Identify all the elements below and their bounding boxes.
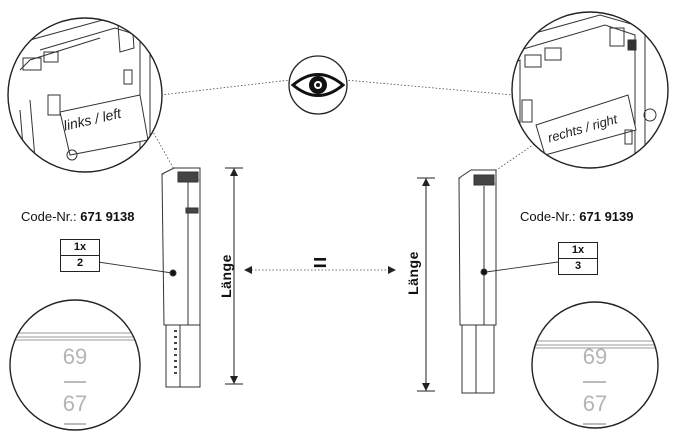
length-dimension-left-arrows (230, 168, 238, 384)
left-code-value: 671 9138 (80, 209, 135, 224)
right-post (458, 169, 497, 394)
left-length-label: Länge (218, 254, 234, 298)
magnifier-left-scale (9, 299, 141, 431)
eye-icon (288, 55, 348, 115)
left-qty-multiplier: 1x (73, 241, 87, 253)
equal-width-arrows (244, 266, 396, 274)
right-qty-count: 3 (559, 258, 597, 274)
right-qty-multiplier: 1x (571, 244, 585, 256)
magnifier-left-label (7, 17, 163, 173)
leader-lines (151, 79, 541, 271)
left-post (161, 167, 201, 388)
left-scale-top-number: 69 (62, 344, 88, 369)
right-code-number: Code-Nr.: 671 9139 (520, 209, 634, 224)
magnifier-right-scale (531, 301, 659, 429)
left-qty-count: 2 (61, 255, 99, 271)
right-code-value: 671 9139 (579, 209, 634, 224)
magnifier-right-label (511, 11, 669, 169)
right-qty-box: 1x 3 (558, 242, 598, 275)
left-code-label: Code-Nr.: (21, 209, 77, 224)
left-code-number: Code-Nr.: 671 9138 (21, 209, 135, 224)
qty-pointers (97, 261, 559, 274)
equal-sign: = (312, 250, 327, 277)
left-scale-bottom-number: 67 (62, 391, 88, 416)
left-post-notches (174, 330, 177, 374)
right-scale-bottom-number: 67 (582, 391, 608, 416)
length-dimension-right-arrows (422, 178, 430, 391)
left-qty-box: 1x 2 (60, 239, 100, 272)
right-scale-top-number: 69 (582, 344, 608, 369)
right-code-label: Code-Nr.: (520, 209, 576, 224)
right-length-label: Länge (405, 251, 421, 295)
